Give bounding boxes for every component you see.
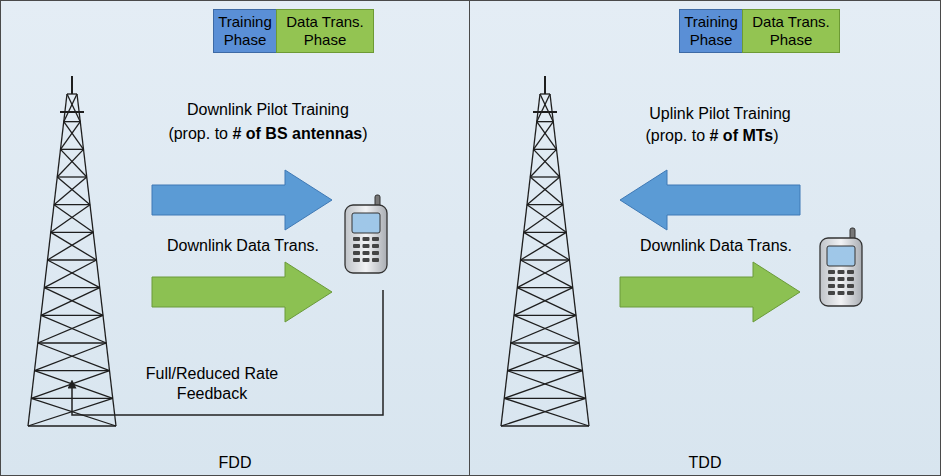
downlink-data-arrow <box>152 262 332 322</box>
arrow-caption: Uplink Pilot Training <box>570 104 870 124</box>
phase-box: Data Trans. Phase <box>742 9 840 53</box>
phase-box: Data Trans. Phase <box>276 9 374 53</box>
downlink-data-arrow <box>620 262 800 322</box>
feedback-line <box>72 290 383 415</box>
mobile-terminal <box>820 228 862 306</box>
arrow-caption: (prop. to# of BS antennas) <box>118 124 418 144</box>
scheme-name: TDD <box>470 454 940 472</box>
scheme-name: FDD <box>1 454 469 472</box>
base-station-tower <box>501 76 589 426</box>
uplink-pilot-arrow <box>620 170 800 230</box>
caption-text: ) <box>773 126 778 146</box>
phase-box: Training Phase <box>213 9 277 53</box>
caption-text: Uplink Pilot Training <box>649 104 790 124</box>
caption-text: Full/Reduced Rate Feedback <box>132 364 292 404</box>
emphasis-text: # of MTs <box>710 126 774 146</box>
caption-text: (prop. to <box>645 126 705 146</box>
phase-name: Data Trans. Phase <box>280 13 370 49</box>
phase-name: Data Trans. Phase <box>746 13 836 49</box>
caption-text: Downlink Data Trans. <box>640 236 792 256</box>
phase-name: Training Phase <box>217 13 273 49</box>
downlink-pilot-arrow <box>152 170 332 230</box>
caption-text: (prop. to <box>168 124 228 144</box>
caption-text: Downlink Data Trans. <box>167 236 319 256</box>
arrow-caption: Downlink Data Trans. <box>93 236 393 256</box>
arrow-caption: Downlink Data Trans. <box>566 236 866 256</box>
phase-name: Training Phase <box>683 13 739 49</box>
caption-text: Downlink Pilot Training <box>187 100 349 120</box>
phase-box: Training Phase <box>679 9 743 53</box>
caption-text: ) <box>362 124 367 144</box>
base-station-tower <box>28 76 116 426</box>
mobile-terminal <box>345 195 387 273</box>
arrow-caption: Downlink Pilot Training <box>118 100 418 120</box>
feedback-caption: Full/Reduced Rate Feedback <box>132 364 292 404</box>
arrow-caption: (prop. to# of MTs) <box>562 126 862 146</box>
emphasis-text: # of BS antennas <box>232 124 362 144</box>
